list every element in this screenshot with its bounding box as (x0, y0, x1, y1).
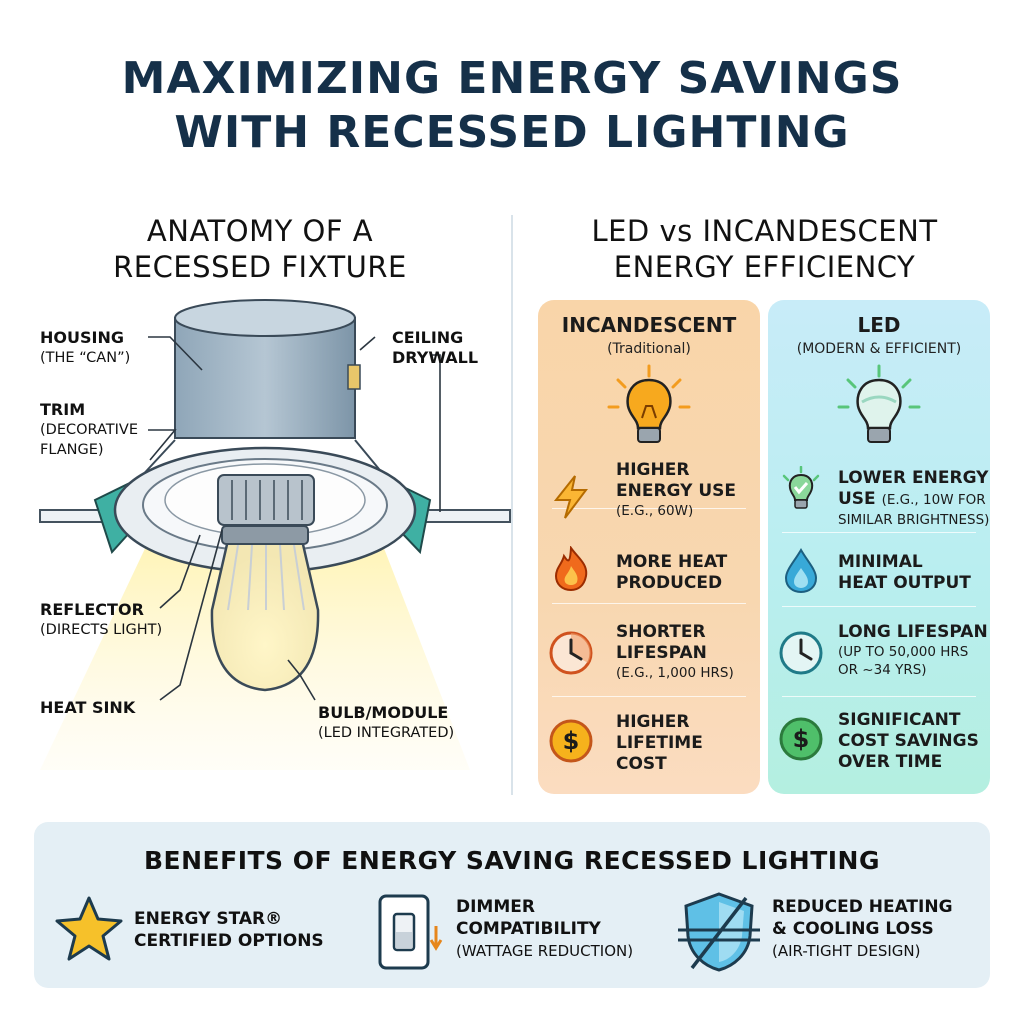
page-title-line2: WITH RECESSED LIGHTING (174, 107, 850, 158)
inc-life-l2: LIFESPAN (616, 643, 707, 663)
benefit-star-l2: CERTIFIED OPTIONS (134, 931, 324, 951)
anatomy-heading: ANATOMY OF A RECESSED FIXTURE (60, 213, 460, 285)
benefit-star-l1: ENERGY STAR® (134, 909, 283, 929)
label-housing-text: HOUSING (40, 328, 124, 347)
anatomy-heading-line1: ANATOMY OF A (146, 214, 374, 248)
svg-text:$: $ (793, 725, 810, 753)
comparison-heading-line1: LED vs INCANDESCENT (591, 214, 938, 248)
inc-heat-l2: PRODUCED (616, 573, 723, 593)
led-cost-l1: SIGNIFICANT (838, 710, 961, 730)
inc-energy-l1: HIGHER (616, 460, 690, 480)
label-ceiling-drywall: CEILING DRYWALL (392, 328, 478, 368)
label-reflector: REFLECTOR (DIRECTS LIGHT) (40, 600, 162, 640)
label-heat-sink-text: HEAT SINK (40, 698, 136, 717)
inc-cost-l2: LIFETIME (616, 733, 703, 753)
led-subtitle: (MODERN & EFFICIENT) (796, 341, 962, 357)
led-bulb-icon (837, 364, 921, 443)
page-title-line1: MAXIMIZING ENERGY SAVINGS (121, 53, 903, 104)
housing-can (174, 317, 356, 439)
comparison-heading-line2: ENERGY EFFICIENCY (613, 250, 916, 284)
benefit-dimmer-l1: DIMMER (456, 897, 535, 917)
benefit-dimmer-l2: COMPATIBILITY (456, 919, 601, 939)
label-trim-sub1: (DECORATIVE (40, 422, 139, 438)
inc-life-sub: (E.G., 1,000 HRS) (616, 665, 734, 681)
star-icon (55, 896, 123, 961)
benefits-panel: BENEFITS OF ENERGY SAVING RECESSED LIGHT… (34, 822, 990, 988)
label-trim: TRIM (DECORATIVE FLANGE) (40, 400, 138, 460)
led-energy-l1: LOWER ENERGY (838, 468, 989, 488)
benefits-title: BENEFITS OF ENERGY SAVING RECESSED LIGHT… (143, 846, 880, 875)
dimmer-switch-icon (378, 894, 443, 970)
inc-heat-l1: MORE HEAT (616, 552, 728, 572)
led-energy-l2: USE (838, 489, 876, 509)
label-heat-sink: HEAT SINK (40, 698, 135, 718)
led-heat-l1: MINIMAL (838, 552, 923, 572)
label-housing-sub: (THE “CAN”) (40, 350, 131, 366)
shield-icon (678, 892, 760, 972)
inc-life-l1: SHORTER (616, 622, 706, 642)
clock-icon (549, 631, 593, 675)
dollar-icon: $ (779, 717, 823, 761)
recessed-fixture-illustration (39, 299, 511, 770)
anatomy-heading-line2: RECESSED FIXTURE (113, 250, 407, 284)
led-life-l1: LONG LIFESPAN (838, 622, 988, 642)
section-divider (511, 215, 513, 795)
label-drywall-text: DRYWALL (392, 348, 479, 367)
page-title: MAXIMIZING ENERGY SAVINGS WITH RECESSED … (0, 52, 1024, 160)
inc-energy-l2: ENERGY USE (616, 481, 737, 501)
leader-lines (148, 336, 441, 701)
dollar-icon: $ (549, 719, 593, 763)
label-ceiling-text: CEILING (392, 328, 464, 347)
lightning-icon (553, 475, 588, 519)
inc-energy-sub: (E.G., 60W) (616, 503, 694, 519)
led-life-sub2: OR ~34 YRS) (838, 662, 927, 678)
inc-cost-l1: HIGHER (616, 712, 690, 732)
led-energy-sub: SIMILAR BRIGHTNESS) (838, 512, 990, 528)
label-bulb-sub: (LED INTEGRATED) (318, 725, 455, 741)
led-bulb-check-icon (782, 466, 820, 509)
water-drop-icon (784, 548, 818, 594)
led-heat-l2: HEAT OUTPUT (838, 573, 971, 593)
incandescent-bulb-icon (607, 364, 691, 443)
label-bulb-module: BULB/MODULE (LED INTEGRATED) (318, 703, 454, 743)
clock-icon (779, 631, 823, 675)
svg-text:$: $ (563, 727, 580, 755)
led-cost-l3: OVER TIME (838, 752, 943, 772)
benefit-dimmer-sub: (WATTAGE REDUCTION) (456, 942, 634, 960)
label-bulb-text: BULB/MODULE (318, 703, 449, 722)
comparison-heading: LED vs INCANDESCENT ENERGY EFFICIENCY (532, 213, 997, 285)
led-life-sub1: (UP TO 50,000 HRS (838, 644, 969, 660)
incandescent-subtitle: (Traditional) (607, 341, 691, 357)
led-panel: LED (MODERN & EFFICIENT) LOWER ENERGY US… (768, 300, 990, 794)
bulb-module (210, 538, 320, 692)
flame-icon (554, 546, 588, 592)
inc-cost-l3: COST (616, 754, 667, 774)
led-cost-l2: COST SAVINGS (838, 731, 979, 751)
label-reflector-sub: (DIRECTS LIGHT) (40, 622, 163, 638)
benefit-airtight-sub: (AIR-TIGHT DESIGN) (772, 942, 921, 960)
label-trim-sub2: FLANGE) (40, 442, 104, 458)
label-housing: HOUSING (THE “CAN”) (40, 328, 130, 368)
incandescent-panel: INCANDESCENT (Traditional) HIGHER ENERGY… (538, 300, 760, 794)
benefit-airtight-l2: & COOLING LOSS (772, 919, 934, 939)
benefit-airtight-l1: REDUCED HEATING (772, 897, 953, 917)
led-title: LED (857, 313, 901, 337)
led-energy-l2sub: (E.G., 10W FOR (881, 492, 986, 508)
label-reflector-text: REFLECTOR (40, 600, 144, 619)
incandescent-title: INCANDESCENT (561, 313, 737, 337)
label-trim-text: TRIM (40, 400, 86, 419)
